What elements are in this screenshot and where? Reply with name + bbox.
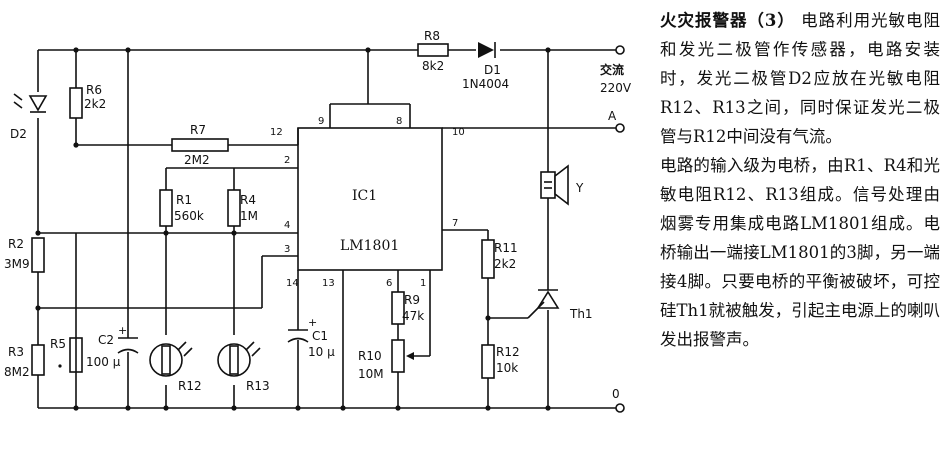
c1-ref: C1 xyxy=(312,329,328,343)
ic1-body xyxy=(297,127,443,271)
pin-4: 4 xyxy=(284,220,290,231)
pin-13: 13 xyxy=(322,278,335,289)
r8-resistor xyxy=(417,43,449,57)
ic1-name: IC1 xyxy=(352,188,377,204)
r10-potentiometer xyxy=(391,339,414,373)
d1-ref: D1 xyxy=(484,63,501,77)
r11-resistor xyxy=(481,239,495,279)
r12-ldr xyxy=(149,341,193,377)
c2-ref: C2 xyxy=(98,333,114,347)
pin-9: 9 xyxy=(318,116,324,127)
r12b-resistor xyxy=(481,344,495,379)
r13-ref: R13 xyxy=(246,379,270,393)
pin-1: 1 xyxy=(420,278,426,289)
r8-ref: R8 xyxy=(424,29,440,43)
junctions xyxy=(35,47,551,411)
pin-10: 10 xyxy=(452,127,465,138)
pin-14: 14 xyxy=(286,278,299,289)
ic-pin-numbers: 12 9 8 10 2 4 3 7 14 13 6 1 xyxy=(270,116,465,289)
pin-6: 6 xyxy=(386,278,392,289)
description-title: 火灾报警器（3） xyxy=(660,11,795,30)
r1-value: 560k xyxy=(174,209,204,223)
r4-resistor xyxy=(227,189,241,227)
r11-ref: R11 xyxy=(494,241,518,255)
r7-resistor xyxy=(171,138,229,152)
r3-resistor xyxy=(31,344,45,376)
r1-ref: R1 xyxy=(176,193,192,207)
r3-ref: R3 xyxy=(8,345,24,359)
r12b-value: 10k xyxy=(496,361,518,375)
r12-ref: R12 xyxy=(178,379,202,393)
c2-value: 100 μ xyxy=(86,355,121,369)
r2-resistor xyxy=(31,237,45,273)
r5-resistor xyxy=(69,337,83,373)
r1-resistor xyxy=(159,189,173,227)
r4-value: 1M xyxy=(240,209,258,223)
wires xyxy=(37,49,616,409)
d2-ref: D2 xyxy=(10,127,27,141)
description-text: 火灾报警器（3） 电路利用光敏电阻和发光二极管作传感器，电路安装时，发光二极管D… xyxy=(660,6,940,354)
r6-ref: R6 xyxy=(86,83,102,97)
circuit-schematic: R8 8k2 D1 1N4004 交流 220V A 0 D2 R6 2k2 R… xyxy=(4,29,632,413)
r5-ref: R5 xyxy=(50,337,66,351)
r2-value: 3M9 xyxy=(4,257,30,271)
ac-label: 交流 xyxy=(600,62,624,77)
c1-capacitor: + xyxy=(287,316,317,343)
r8-value: 8k2 xyxy=(422,59,444,73)
r2-ref: R2 xyxy=(8,237,24,251)
ac-terminal xyxy=(615,45,625,55)
pin-8: 8 xyxy=(396,116,402,127)
pin-3: 3 xyxy=(284,244,290,255)
d2-led xyxy=(13,93,48,113)
r4-ref: R4 xyxy=(240,193,256,207)
svg-text:+: + xyxy=(308,316,317,329)
r11-value: 2k2 xyxy=(494,257,516,271)
pin-7: 7 xyxy=(452,218,458,229)
zero-label: 0 xyxy=(612,387,620,401)
pin-12: 12 xyxy=(270,127,283,138)
pin-2: 2 xyxy=(284,155,290,166)
description-paragraph-2: 电路的输入级为电桥，由R1、R4和光敏电阻R12、R13组成。信号处理由烟雾专用… xyxy=(660,156,940,349)
r12b-ref: R12 xyxy=(496,345,520,359)
r3-value: 8M2 xyxy=(4,365,30,379)
d1-diode xyxy=(478,42,496,58)
d1-value: 1N4004 xyxy=(462,77,509,91)
r6-value: 2k2 xyxy=(84,97,106,111)
ground-terminal xyxy=(615,403,625,413)
a-terminal xyxy=(615,123,625,133)
r9-resistor xyxy=(391,291,405,325)
ac-voltage: 220V xyxy=(600,81,632,95)
r10-ref: R10 xyxy=(358,349,382,363)
r13-ldr xyxy=(217,341,261,377)
th1-thyristor xyxy=(527,289,560,319)
th1-ref: Th1 xyxy=(569,307,593,321)
r9-ref: R9 xyxy=(404,293,420,307)
r9-value: 47k xyxy=(402,309,424,323)
r7-value: 2M2 xyxy=(184,153,210,167)
speaker-ref: Y xyxy=(575,181,584,195)
description-paragraph-1: 电路利用光敏电阻和发光二极管作传感器，电路安装时，发光二极管D2应放在光敏电阻R… xyxy=(660,11,941,146)
r10-value: 10M xyxy=(358,367,384,381)
speaker-y xyxy=(540,164,569,206)
r6-resistor xyxy=(69,87,83,119)
ic1-part: LM1801 xyxy=(340,238,399,254)
svg-text:+: + xyxy=(118,324,127,337)
c1-value: 10 μ xyxy=(308,345,335,359)
c2-capacitor: + xyxy=(117,324,139,354)
r7-ref: R7 xyxy=(190,123,206,137)
a-label: A xyxy=(608,109,617,123)
